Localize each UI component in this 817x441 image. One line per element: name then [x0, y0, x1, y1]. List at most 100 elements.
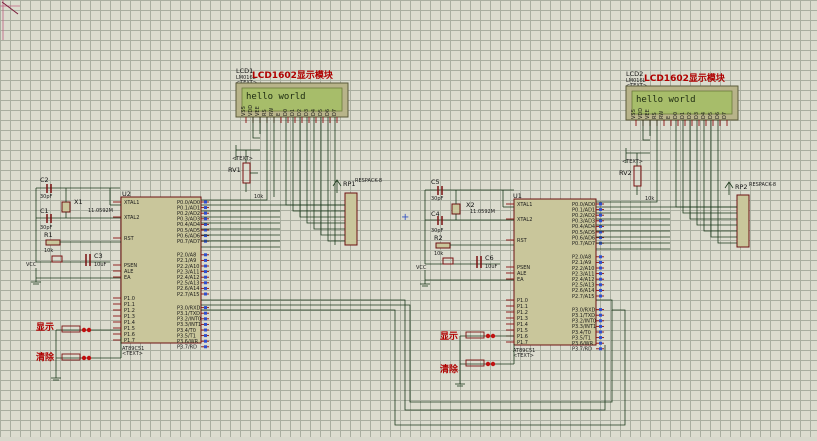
pin-marker — [599, 260, 602, 264]
rv1-value: 10k — [254, 194, 263, 200]
mcu-pin-label: XTAL2 — [124, 215, 139, 221]
mcu-pin-label: P3.6/WR — [177, 339, 199, 345]
pin-marker — [599, 277, 602, 281]
mcu-pin-label: P1.5 — [124, 326, 135, 332]
rv2-value: 10k — [645, 196, 654, 202]
mcu-pin-label: P2.7/A15 — [177, 292, 199, 298]
lcd-pin-label: RW — [659, 111, 665, 119]
mcu-pin-label: P0.1/AD1 — [572, 207, 595, 213]
pin-marker — [599, 283, 602, 287]
mcu-pin-label: P1.1 — [517, 304, 528, 310]
x2-ref: X2 — [466, 201, 475, 209]
lcd-pin-label: VEE — [645, 109, 651, 119]
x2-crystal[interactable] — [451, 203, 461, 215]
u1-chip[interactable] — [513, 198, 597, 346]
pin-marker — [204, 258, 207, 262]
clear-button-right[interactable] — [465, 359, 496, 367]
pin-marker — [204, 311, 207, 315]
left-circuit: LCD1 LM016L <TEXT> LCD1602显示模块 hello wor… — [26, 67, 382, 381]
pin-marker — [204, 317, 207, 321]
lcd-pin-label: D6 — [715, 112, 721, 119]
clear-button-label-right: 清除 — [440, 363, 459, 375]
lcd-pin-label: D7 — [722, 112, 728, 119]
mcu-pin-label: PSEN — [517, 265, 530, 271]
pin-marker — [599, 347, 602, 351]
r1-ref: R1 — [44, 231, 53, 239]
mcu-pin-label: P3.7/RD — [572, 347, 592, 353]
lcd-pin-label: VDD — [638, 108, 644, 119]
pin-marker — [599, 319, 602, 323]
lcd1-display-text: hello world — [246, 92, 306, 102]
lcd2-model: LM016L — [626, 78, 646, 84]
u2-part: AT89C51 — [122, 346, 144, 352]
pin-marker — [204, 228, 207, 232]
u2-chip[interactable] — [120, 196, 202, 344]
pin-marker — [599, 341, 602, 345]
pin-marker — [599, 208, 602, 212]
reset-switch-left[interactable] — [51, 255, 63, 263]
mcu-pin-label: ALE — [517, 271, 526, 277]
pin-marker — [599, 330, 602, 334]
mcu-pin-label: P3.5/T1 — [177, 333, 196, 339]
rv1-symbol[interactable] — [242, 162, 251, 184]
pin-marker — [599, 336, 602, 340]
lcd-pin-label: D4 — [701, 112, 707, 119]
lcd-pin-label: D3 — [694, 112, 700, 119]
r2-resistor[interactable] — [435, 242, 451, 249]
pin-marker — [599, 213, 602, 217]
vcc-label-right: VCC — [416, 265, 427, 271]
mcu-pin-label: EA — [124, 275, 131, 281]
pin-marker — [204, 306, 207, 310]
pin-marker — [204, 286, 207, 290]
rv2-ref: RV2 — [619, 169, 632, 177]
lcd1-model: LM016L — [236, 75, 256, 81]
mcu-pin-label: RST — [124, 236, 135, 242]
mcu-pin-label: P3.2/INT0 — [177, 317, 201, 323]
mcu-pin-label: P3.7/RD — [177, 345, 197, 351]
mcu-pin-label: P0.0/AD0 — [572, 202, 595, 208]
x1-crystal[interactable] — [61, 201, 71, 213]
pin-marker — [204, 211, 207, 215]
pin-marker — [599, 324, 602, 328]
rp1-resistor-pack[interactable] — [344, 192, 358, 246]
lcd2-screen — [631, 90, 733, 115]
lcd-pin-label: D0 — [673, 112, 679, 119]
mcu-pin-label: P0.2/AD2 — [177, 211, 200, 217]
mcu-pin-label: P1.2 — [124, 308, 135, 314]
lcd-pin-label: RS — [262, 109, 268, 116]
rp2-ref: RP2 — [735, 183, 748, 191]
pin-marker — [204, 264, 207, 268]
show-button-right[interactable] — [465, 331, 496, 339]
clear-button-left[interactable] — [61, 353, 92, 361]
mcu-pin-label: P2.3/A11 — [572, 271, 594, 277]
pin-marker — [599, 294, 602, 298]
pin-marker — [599, 313, 602, 317]
mcu-pin-label: XTAL1 — [517, 202, 532, 208]
show-button-left[interactable] — [61, 325, 92, 333]
mcu-pin-label: P0.6/AD6 — [572, 235, 595, 241]
reset-switch-right[interactable] — [442, 257, 454, 265]
c1-ref: C1 — [40, 207, 49, 215]
mcu-pin-label: P2.7/A15 — [572, 294, 594, 300]
pin-marker — [204, 253, 207, 257]
lcd1-title: LCD1602显示模块 — [252, 69, 334, 81]
u2-pins: XTAL1XTAL2RSTPSENALEEAP1.0P1.1P1.2P1.3P1… — [113, 200, 209, 351]
r1-resistor[interactable] — [45, 239, 61, 246]
mcu-pin-label: P0.4/AD4 — [572, 224, 595, 230]
pin-marker — [599, 288, 602, 292]
pin-marker — [204, 322, 207, 326]
mcu-pin-label: P1.0 — [124, 296, 135, 302]
mcu-pin-label: P3.3/INT1 — [572, 324, 596, 330]
clear-button-label-left: 清除 — [36, 351, 55, 363]
mcu-pin-label: P3.4/T0 — [177, 328, 196, 334]
rv2-symbol[interactable] — [633, 165, 642, 187]
mcu-pin-label: P1.7 — [517, 340, 528, 346]
mcu-pin-label: P0.2/AD2 — [572, 213, 595, 219]
mcu-pin-label: P0.3/AD3 — [177, 217, 200, 223]
rp2-resistor-pack[interactable] — [736, 194, 750, 248]
pin-marker — [599, 219, 602, 223]
mcu-pin-label: P1.0 — [517, 298, 528, 304]
rp1-part: RESPACK-8 — [355, 178, 382, 184]
lcd-pin-label: D5 — [708, 112, 714, 119]
